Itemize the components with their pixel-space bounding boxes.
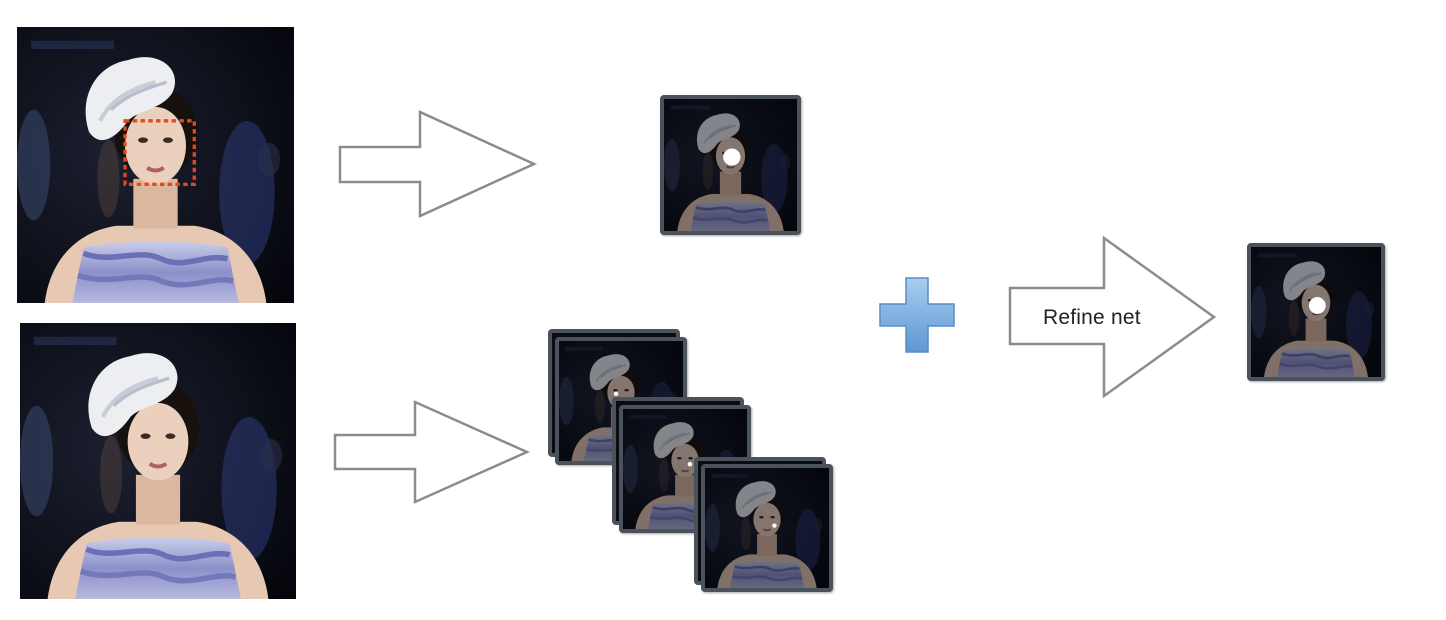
keypoint-heatmap-thumbnail	[701, 464, 833, 592]
heatmap-dot	[772, 523, 777, 528]
face-center-heatmap-thumbnail	[660, 95, 801, 235]
input-photo-with-face-box	[17, 27, 294, 303]
refine-net-arrow	[1008, 235, 1218, 400]
outline-right-arrow-icon	[338, 110, 538, 220]
heatmap-dot	[687, 462, 693, 467]
input-photo	[20, 323, 296, 599]
heatmap-dot	[1308, 297, 1326, 314]
refine-net-label: Refine net	[1043, 306, 1141, 329]
face-bounding-box	[123, 119, 196, 186]
heatmap-dot	[723, 148, 741, 166]
refined-output-thumbnail	[1247, 243, 1385, 381]
heatmap-dot	[613, 391, 619, 396]
plus-icon	[878, 276, 956, 359]
outline-right-arrow-icon	[333, 400, 533, 508]
